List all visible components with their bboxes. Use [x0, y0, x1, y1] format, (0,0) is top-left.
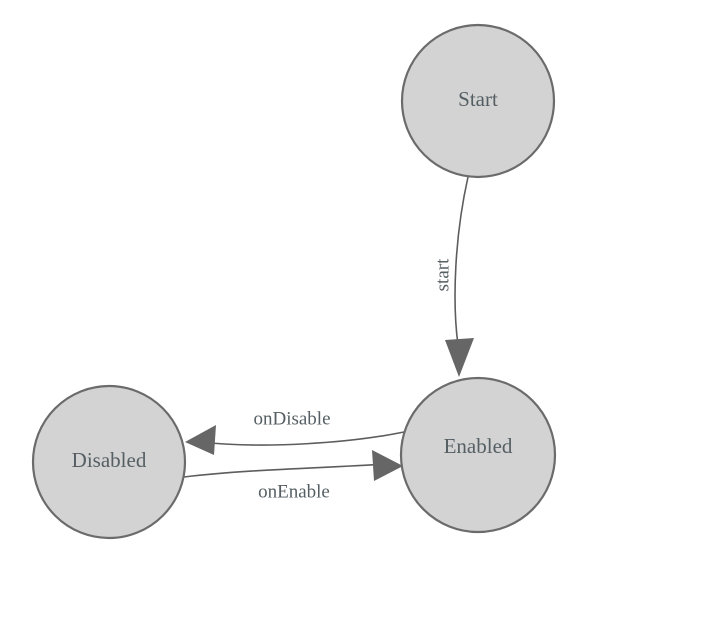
edge-start-to-enabled[interactable]: start	[432, 176, 474, 377]
arrowhead-into-enabled-left	[372, 450, 403, 481]
node-start-circle	[400, 23, 556, 179]
edge-label-onDisable: onDisable	[253, 408, 330, 429]
node-disabled[interactable]: Disabled	[31, 384, 187, 540]
node-disabled-label: Disabled	[72, 448, 147, 472]
node-disabled-circle	[31, 384, 187, 540]
node-enabled[interactable]: Enabled	[399, 376, 557, 534]
node-start[interactable]: Start	[400, 23, 556, 179]
arrowhead-into-disabled	[185, 425, 216, 455]
arrowhead-into-enabled-top	[445, 338, 474, 377]
edge-start-to-enabled-line	[454, 176, 469, 346]
node-enabled-label: Enabled	[444, 434, 513, 458]
node-enabled-circle	[399, 376, 557, 534]
edge-label-onEnable: onEnable	[258, 481, 330, 502]
edge-label-start: start	[432, 258, 453, 291]
edge-onEnable-line	[183, 463, 386, 478]
edge-onDisable-line	[199, 431, 405, 446]
edge-enabled-to-disabled[interactable]: onDisable	[185, 408, 405, 455]
edge-disabled-to-enabled[interactable]: onEnable	[183, 450, 403, 502]
node-start-label: Start	[458, 87, 498, 111]
